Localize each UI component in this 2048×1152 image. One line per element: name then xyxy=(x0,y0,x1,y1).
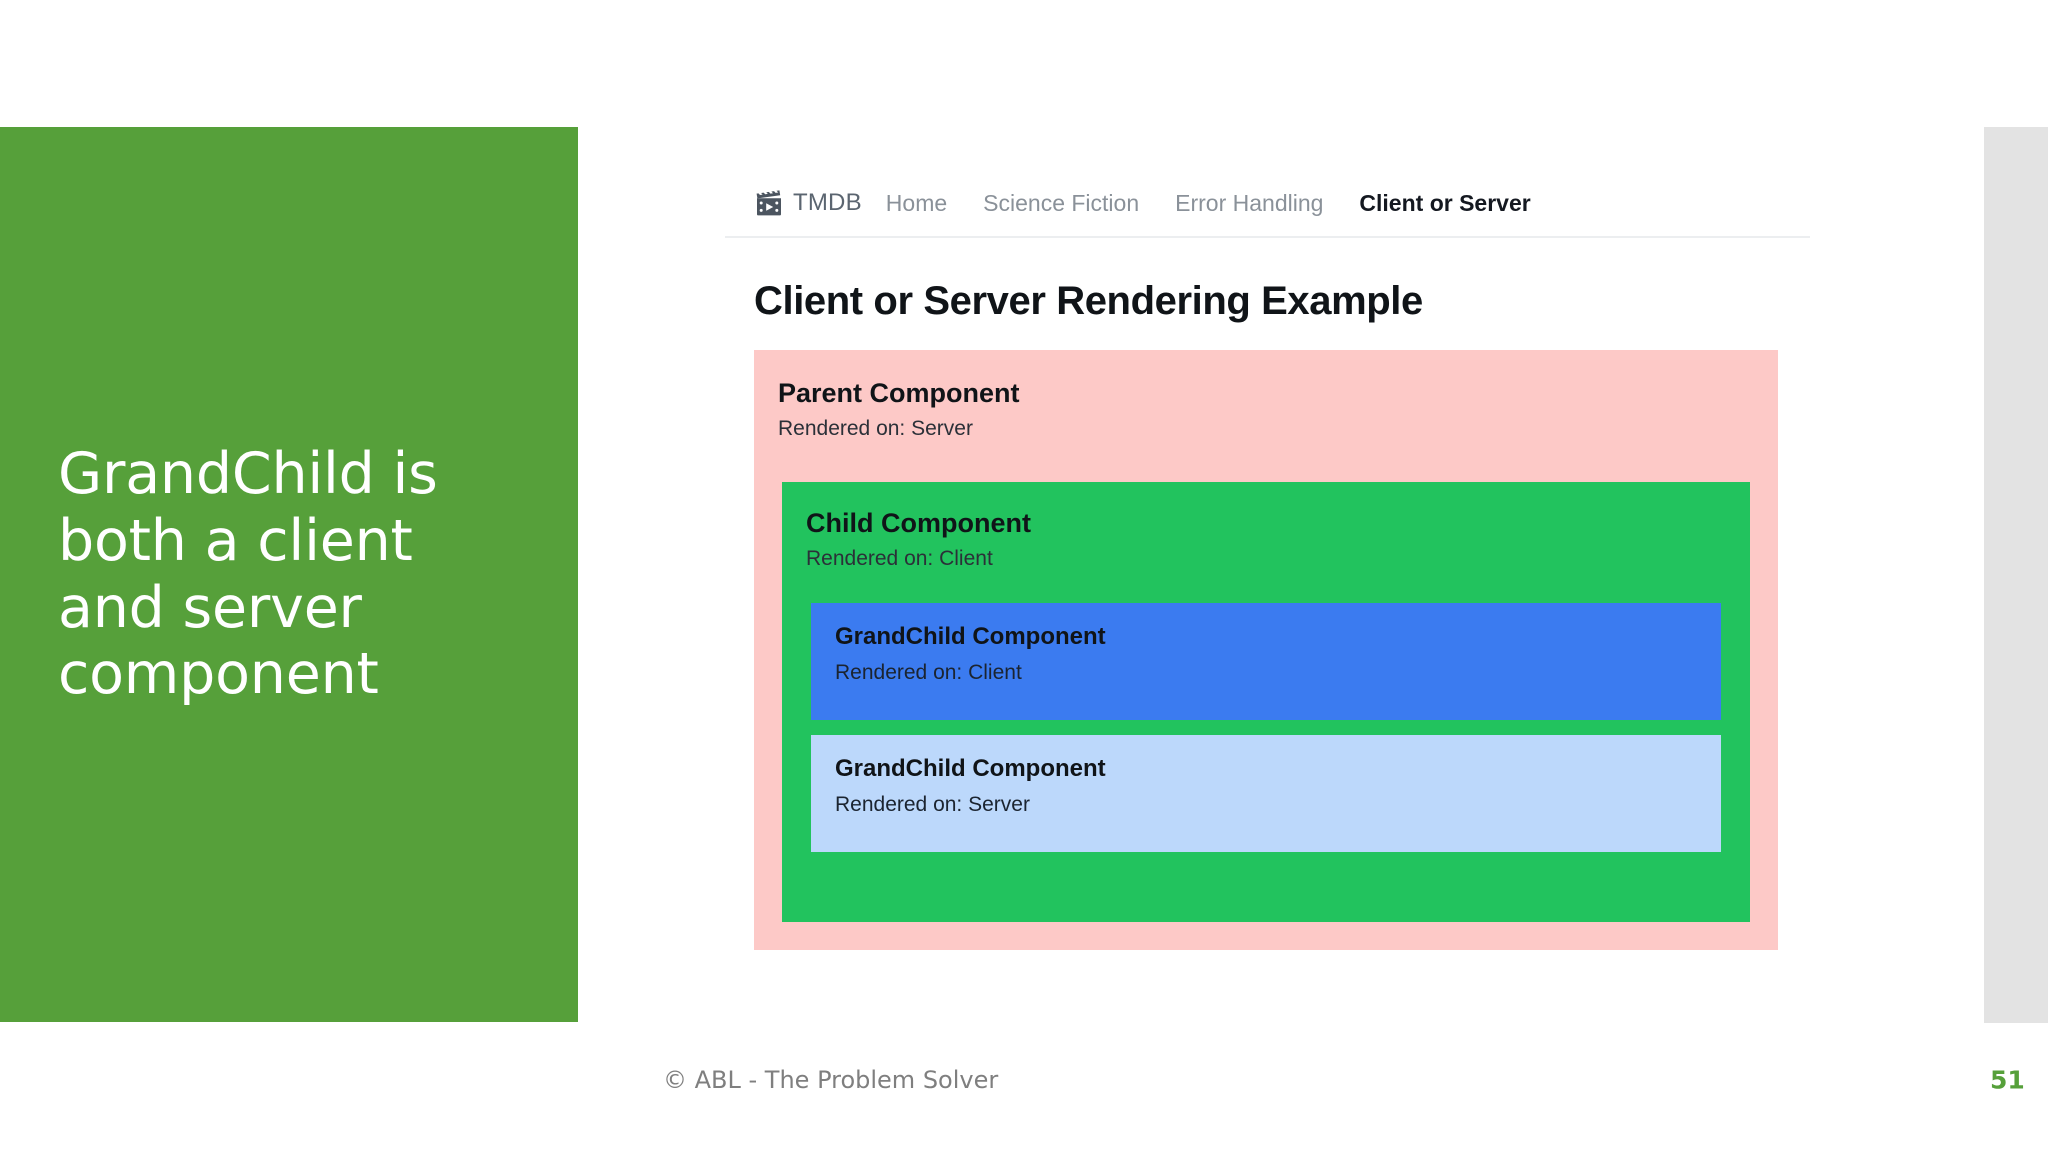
grandchild-server-box: GrandChild Component Rendered on: Server xyxy=(811,735,1721,852)
page-title: Client or Server Rendering Example xyxy=(754,278,1423,323)
nav-link-science-fiction[interactable]: Science Fiction xyxy=(983,189,1140,216)
grandchild-client-title: GrandChild Component xyxy=(835,623,1106,650)
nav-link-home[interactable]: Home xyxy=(885,189,948,216)
grandchild-server-title: GrandChild Component xyxy=(835,755,1106,782)
right-edge-strip xyxy=(1984,127,2048,1023)
grandchild-server-rendered-on: Rendered on: Server xyxy=(835,793,1030,816)
browser-screenshot: TMDB Home Science Fiction Error Handling… xyxy=(725,170,1810,970)
parent-rendered-on: Rendered on: Server xyxy=(778,417,973,440)
brand[interactable]: TMDB xyxy=(755,189,862,217)
parent-component-title: Parent Component xyxy=(778,378,1020,408)
site-navbar: TMDB Home Science Fiction Error Handling… xyxy=(725,170,1810,238)
child-rendered-on: Rendered on: Client xyxy=(806,547,993,570)
clapperboard-icon xyxy=(756,190,781,216)
callout-panel: GrandChild is both a client and server c… xyxy=(0,127,578,1022)
child-component-title: Child Component xyxy=(806,508,1031,538)
brand-label: TMDB xyxy=(793,189,862,216)
footer-copyright: © ABL - The Problem Solver xyxy=(663,1066,999,1094)
grandchild-client-rendered-on: Rendered on: Client xyxy=(835,661,1022,684)
page-number: 51 xyxy=(1990,1065,2025,1095)
nav-link-error-handling[interactable]: Error Handling xyxy=(1175,189,1324,216)
callout-text: GrandChild is both a client and server c… xyxy=(58,441,438,708)
nav-link-client-or-server[interactable]: Client or Server xyxy=(1359,189,1531,216)
grandchild-client-box: GrandChild Component Rendered on: Client xyxy=(811,603,1721,720)
